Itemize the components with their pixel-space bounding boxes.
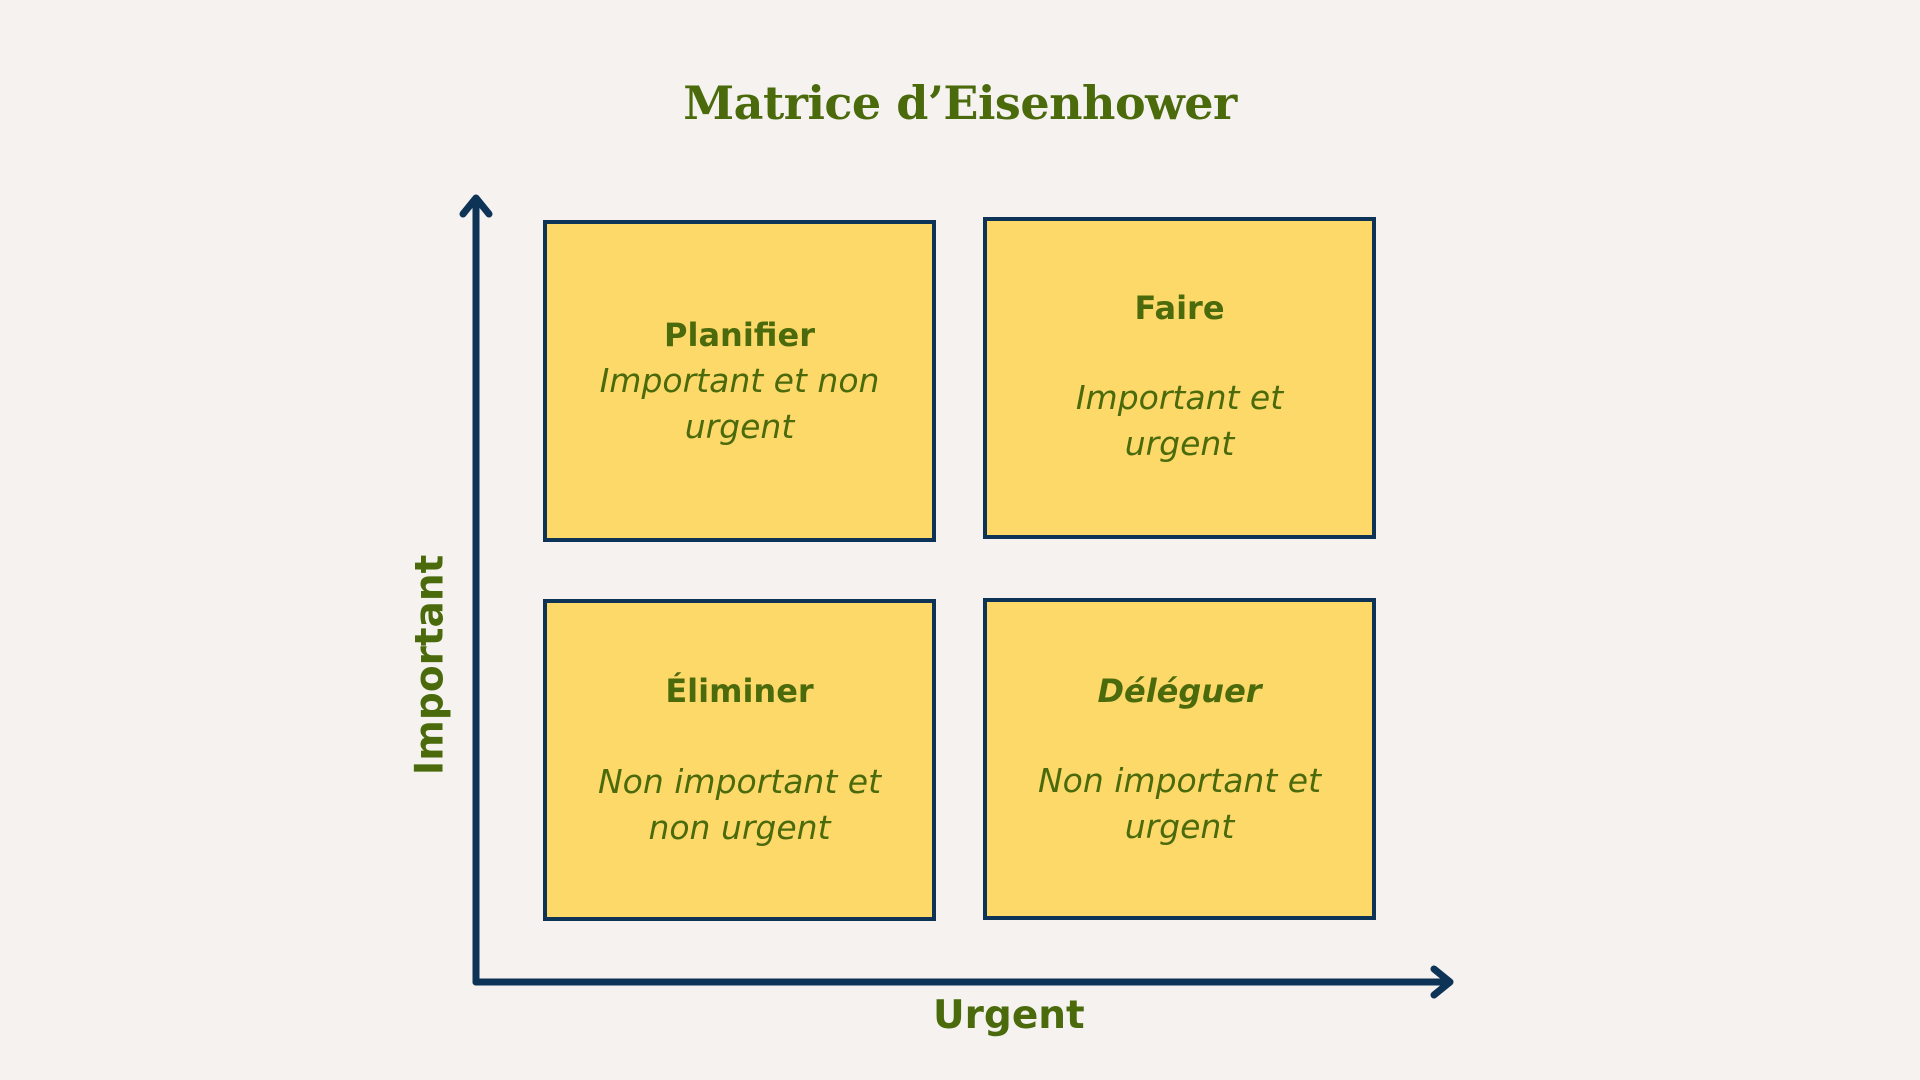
x-axis-label: Urgent bbox=[933, 993, 1085, 1038]
quadrant-subtitle: Important et non urgent bbox=[599, 361, 880, 446]
quadrant-faire: Faire Important et urgent bbox=[983, 217, 1376, 539]
quadrant-subtitle: Non important et non urgent bbox=[597, 762, 882, 847]
quadrant-heading: Faire bbox=[1134, 289, 1225, 327]
quadrant-heading: Éliminer bbox=[665, 672, 814, 710]
y-axis-label: Important bbox=[407, 554, 453, 776]
quadrant-subtitle: Important et urgent bbox=[1075, 378, 1284, 463]
quadrant-planifier: Planifier Important et non urgent bbox=[543, 220, 936, 542]
y-axis-arrowhead bbox=[459, 194, 493, 218]
diagram-title: Matrice d’Eisenhower bbox=[683, 76, 1237, 130]
quadrant-heading: Déléguer bbox=[1097, 672, 1262, 710]
quadrant-deleguer: Déléguer Non important et urgent bbox=[983, 598, 1376, 920]
x-axis-arrowhead bbox=[1430, 965, 1454, 999]
quadrant-heading: Planifier bbox=[664, 316, 815, 354]
quadrant-eliminer: Éliminer Non important et non urgent bbox=[543, 599, 936, 921]
quadrant-subtitle: Non important et urgent bbox=[1037, 761, 1322, 846]
